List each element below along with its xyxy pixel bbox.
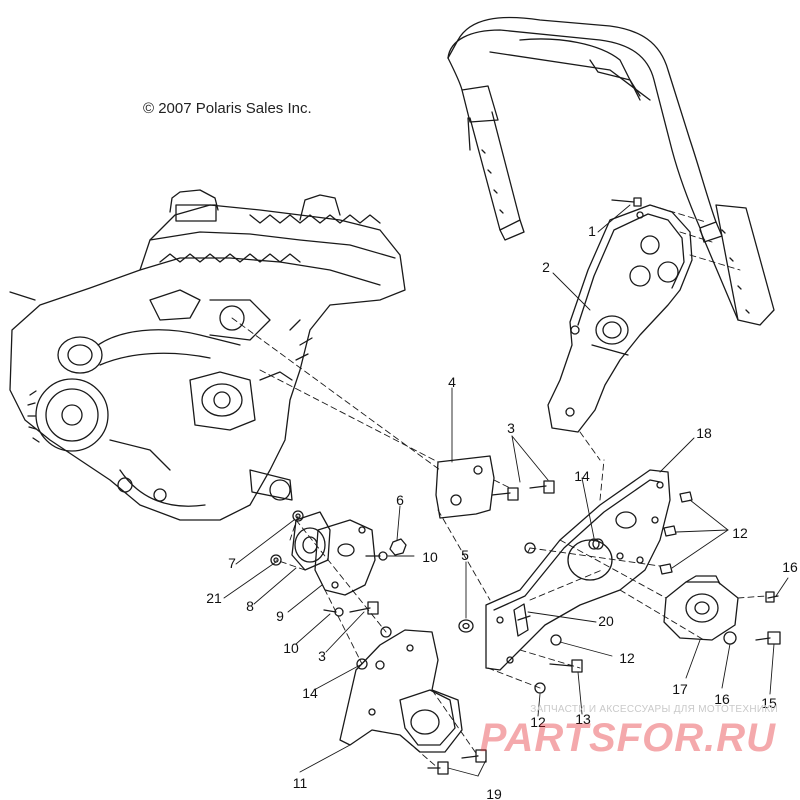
bolt-13 (549, 659, 583, 673)
front-mount-plate (547, 204, 693, 433)
washer-16-lower (723, 631, 737, 645)
nut-12-mid (550, 634, 562, 646)
callout-18: 18 (696, 425, 712, 441)
callout-6: 6 (396, 492, 404, 508)
callout-1: 1 (588, 223, 596, 239)
callout-19: 19 (486, 786, 502, 800)
callout-5: 5 (461, 547, 469, 563)
callout-3-lower: 3 (318, 648, 326, 664)
engine-mount-17 (663, 575, 739, 641)
callout-15: 15 (761, 695, 777, 711)
callout-10-upper: 10 (422, 549, 438, 565)
copyright-notice: © 2007 Polaris Sales Inc. (143, 100, 312, 117)
callout-10-lower: 10 (283, 640, 299, 656)
bolt-3-lower (349, 601, 379, 615)
callout-7: 7 (228, 555, 236, 571)
watermark-logo: PARTSFOR.RU (479, 716, 776, 760)
callout-11: 11 (292, 775, 308, 791)
callout-20: 20 (598, 613, 614, 629)
callout-12-mid: 12 (619, 650, 635, 666)
nut-7 (292, 510, 304, 522)
alignment-lines (231, 204, 767, 769)
nut-14-upper (588, 538, 600, 550)
bolts-3-upper (491, 480, 555, 501)
watermark-tagline: ЗАПЧАСТИ И АКСЕССУАРЫ ДЛЯ МОТОТЕХНИКИ (530, 704, 778, 715)
bracket-11 (339, 629, 463, 753)
nut-12-lower (534, 682, 546, 694)
bolt-10-upper (365, 551, 388, 561)
callout-14-lower: 14 (302, 685, 318, 701)
bolt-16-upper (765, 591, 779, 603)
callout-16-lower: 16 (714, 691, 730, 707)
nut-14-lower (356, 626, 392, 670)
washer-5 (458, 619, 474, 633)
callout-9: 9 (276, 608, 284, 624)
mount-plate-9 (314, 519, 376, 596)
bolt-1 (611, 197, 642, 207)
main-mount-plate (485, 469, 671, 671)
nut-6 (389, 538, 407, 556)
callout-17: 17 (672, 681, 688, 697)
engine-assembly (9, 189, 406, 521)
clip-20 (513, 603, 531, 637)
nut-12-left (524, 542, 536, 554)
nuts-12-upper-right (659, 491, 693, 575)
leader-lines (223, 204, 789, 777)
callout-3-upper: 3 (507, 420, 515, 436)
frame-rollbar (447, 16, 775, 326)
callout-16-upper: 16 (782, 559, 798, 575)
callout-21: 21 (206, 590, 222, 606)
callout-8: 8 (246, 598, 254, 614)
callout-13: 13 (575, 711, 591, 727)
callout-4: 4 (448, 374, 456, 390)
callout-14-upper: 14 (574, 468, 590, 484)
bolt-15 (755, 631, 781, 645)
callout-12-upper: 12 (732, 525, 748, 541)
bracket-4 (435, 455, 495, 519)
callout-12-lower: 12 (530, 714, 546, 730)
callout-2: 2 (542, 259, 550, 275)
bolt-10-lower (323, 607, 344, 617)
